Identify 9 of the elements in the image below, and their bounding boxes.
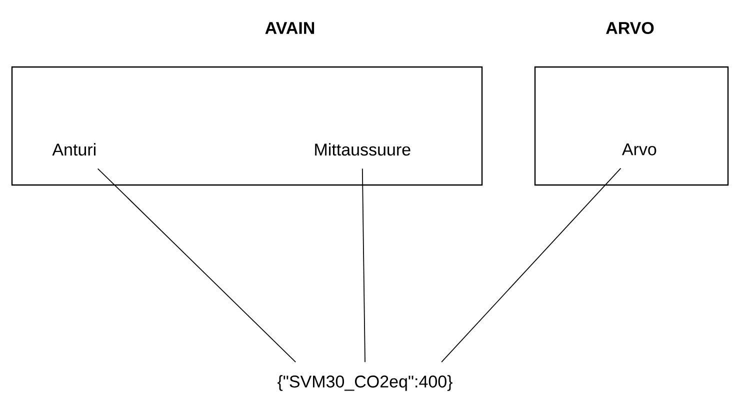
connector-line — [362, 168, 366, 363]
label-text: {"SVM30_CO2eq":400} — [278, 375, 452, 391]
label-text: Anturi — [52, 143, 96, 156]
label-text: Arvo — [622, 143, 656, 156]
connector-line — [441, 168, 622, 363]
node-label: AVAIN — [265, 22, 314, 34]
connector-line — [97, 168, 296, 363]
node-label: ARVO — [606, 22, 654, 34]
label-text: Mittaussuure — [315, 143, 410, 156]
